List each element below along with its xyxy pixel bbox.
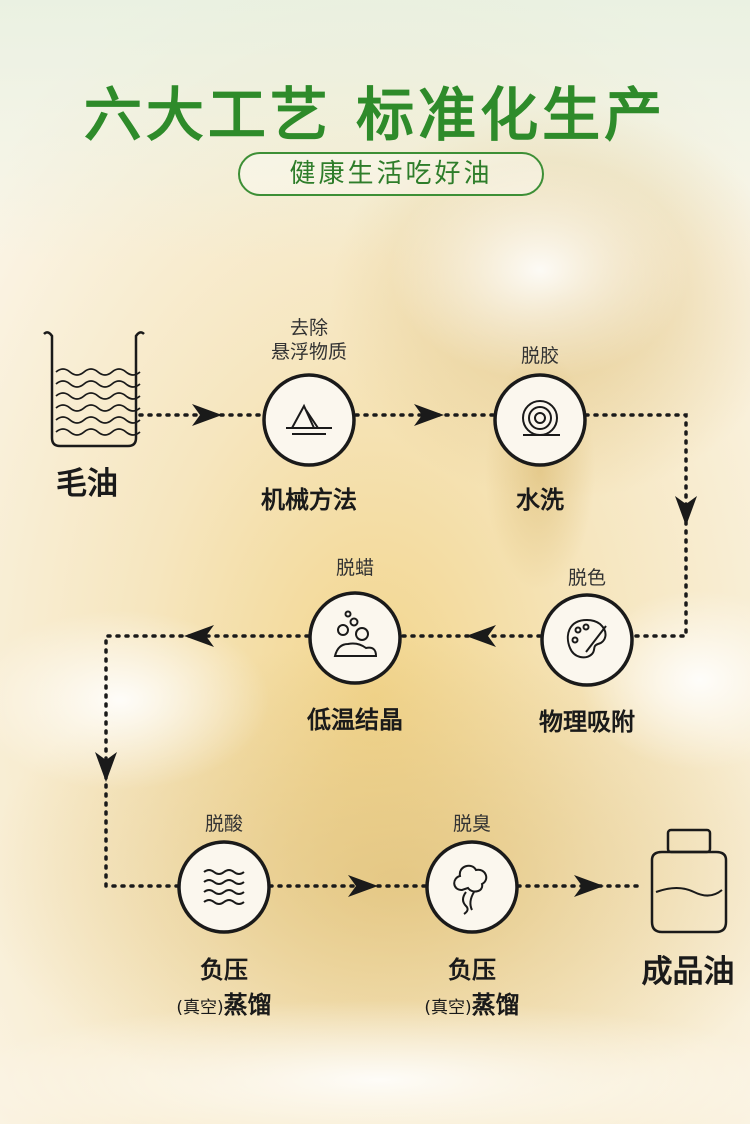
page-title: 六大工艺 标准化生产 <box>83 81 667 149</box>
crude-oil-label: 毛油 <box>56 466 118 502</box>
arrow-right-icon <box>414 404 444 426</box>
step5-circle <box>177 840 271 934</box>
arrow-right-icon <box>348 875 378 897</box>
step6-bottom-label: 负压 (真空)蒸馏 <box>424 956 520 1019</box>
arrow-right-icon <box>192 404 222 426</box>
step5-top-label: 脱酸 <box>204 813 244 835</box>
step4-circle <box>308 591 402 685</box>
arrow-left-icon <box>466 625 496 647</box>
step1-circle <box>262 373 356 467</box>
sediment-icon <box>286 403 332 435</box>
step3-top-label: 脱色 <box>567 567 607 589</box>
step3-bottom-label: 物理吸附 <box>539 708 635 736</box>
arrow-down-icon <box>95 752 117 782</box>
arrow-right-icon <box>574 875 604 897</box>
waves-icon <box>203 869 245 905</box>
step4-bottom-label: 低温结晶 <box>307 706 403 734</box>
step2-top-label: 脱胶 <box>520 345 560 367</box>
step2-bottom-label: 水洗 <box>516 486 564 514</box>
spiral-icon <box>522 400 560 436</box>
arrow-left-icon <box>184 625 214 647</box>
step1-bottom-label: 机械方法 <box>261 486 357 514</box>
steam-icon <box>453 864 488 915</box>
step6-circle <box>425 840 519 934</box>
bottle-icon <box>650 828 728 934</box>
final-oil-label: 成品油 <box>641 954 735 990</box>
arrow-down-icon <box>675 496 697 526</box>
subtitle-badge: 健康生活吃好油 <box>238 152 544 196</box>
step1-top-label: 去除 悬浮物质 <box>270 317 348 363</box>
step2-circle <box>493 373 587 467</box>
step5-bottom-label: 负压 (真空)蒸馏 <box>176 956 272 1019</box>
beaker-icon <box>43 331 145 448</box>
palette-icon <box>566 618 607 659</box>
step6-top-label: 脱臭 <box>452 813 492 835</box>
step4-top-label: 脱蜡 <box>335 557 375 579</box>
crystals-icon <box>333 610 378 657</box>
step3-circle <box>540 593 634 687</box>
